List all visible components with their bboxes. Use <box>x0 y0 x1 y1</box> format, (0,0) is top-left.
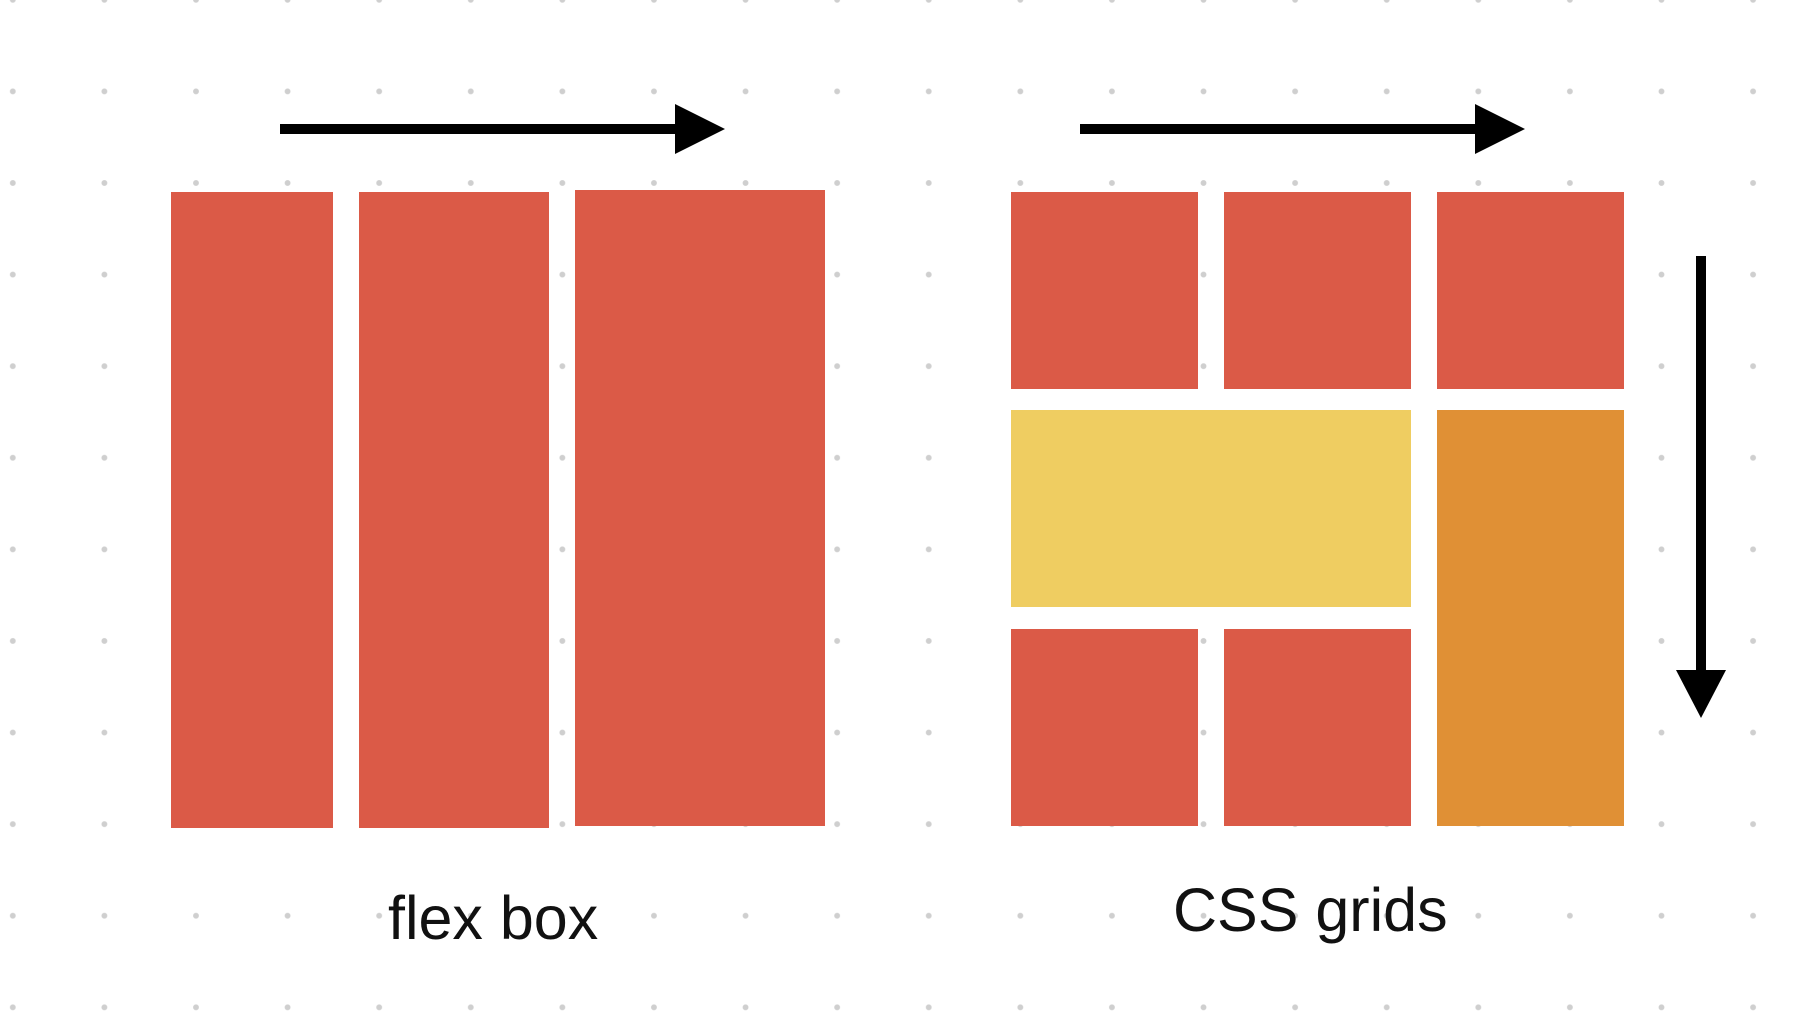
grid-item-2 <box>1224 192 1411 389</box>
flexbox-item-2 <box>359 192 549 828</box>
grid-item-7 <box>1224 629 1411 826</box>
flexbox-item-3 <box>575 190 825 826</box>
grid-label: CSS grids <box>1173 876 1448 944</box>
grid-item-tall <box>1437 410 1624 826</box>
grid-item-3 <box>1437 192 1624 389</box>
flexbox-label: flex box <box>388 884 599 952</box>
grid-item-6 <box>1011 629 1198 826</box>
grid-item-wide <box>1011 410 1411 607</box>
flexbox-item-1 <box>171 192 333 828</box>
grid-item-1 <box>1011 192 1198 389</box>
